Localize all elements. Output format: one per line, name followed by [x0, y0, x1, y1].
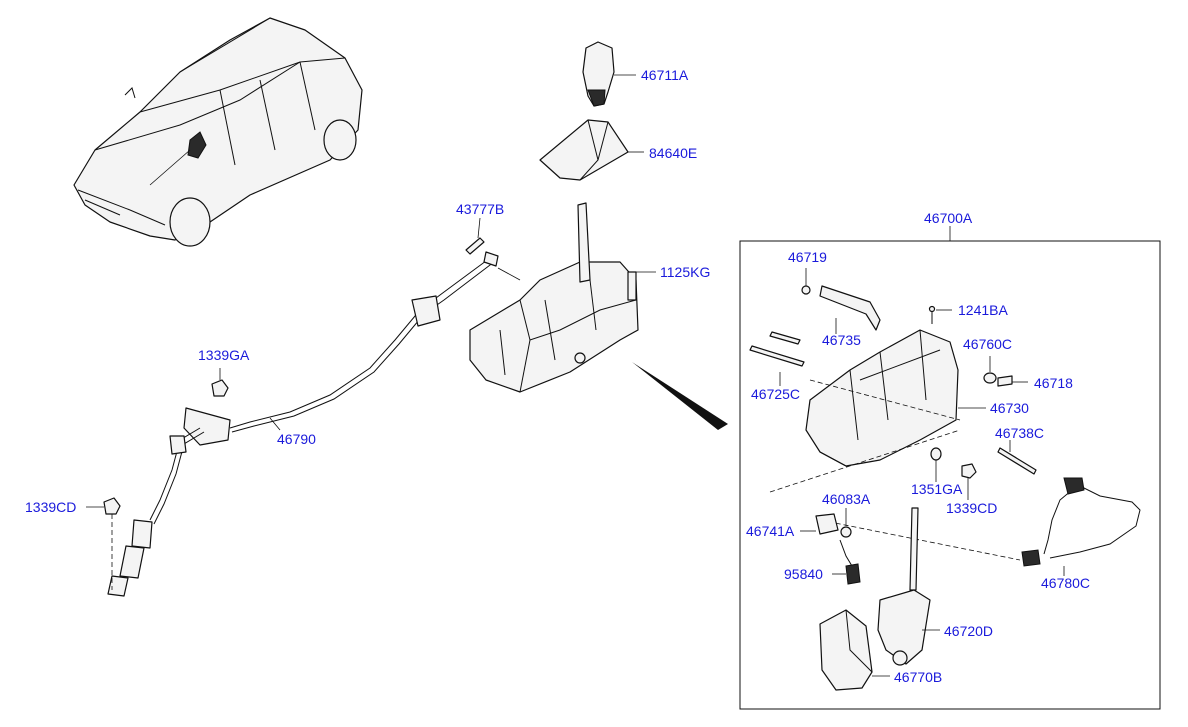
label-1125kg[interactable]: 1125KG: [660, 264, 710, 280]
shift-cable[interactable]: [107, 251, 499, 597]
label-1351ga[interactable]: 1351GA: [911, 481, 963, 497]
clip-43777b[interactable]: [465, 217, 485, 255]
label-46741a[interactable]: 46741A: [746, 523, 795, 539]
label-46738c[interactable]: 46738C: [995, 425, 1044, 441]
label-46760c[interactable]: 46760C: [963, 336, 1012, 352]
part-95840[interactable]: [832, 539, 861, 585]
part-46718[interactable]: [997, 375, 1028, 387]
part-46730-housing[interactable]: [805, 329, 986, 467]
part-46780c[interactable]: [1021, 477, 1141, 576]
label-46725c[interactable]: 46725C: [751, 386, 800, 402]
part-46741a[interactable]: [800, 513, 839, 535]
detail-pointer: [632, 362, 728, 430]
label-1339cd-right[interactable]: 1339CD: [946, 500, 997, 516]
label-46719[interactable]: 46719: [788, 249, 827, 265]
label-1241ba[interactable]: 1241BA: [958, 302, 1008, 318]
label-1339cd-left[interactable]: 1339CD: [25, 499, 76, 515]
part-46738c[interactable]: [997, 440, 1037, 475]
nut-1339cd-left[interactable]: [86, 497, 121, 590]
label-46790[interactable]: 46790: [277, 431, 316, 447]
part-46720d[interactable]: [877, 507, 940, 666]
part-1339cd-right[interactable]: [961, 463, 977, 500]
part-1241ba[interactable]: [928, 305, 953, 325]
label-46718[interactable]: 46718: [1034, 375, 1073, 391]
label-46735[interactable]: 46735: [822, 332, 861, 348]
part-1351ga[interactable]: [930, 447, 942, 482]
label-46770b[interactable]: 46770B: [894, 669, 942, 685]
label-1339ga[interactable]: 1339GA: [198, 347, 250, 363]
label-46711a[interactable]: 46711A: [641, 67, 689, 83]
label-46083a[interactable]: 46083A: [822, 491, 871, 507]
label-46780c[interactable]: 46780C: [1041, 575, 1090, 591]
part-46719[interactable]: [801, 268, 811, 295]
shift-knob[interactable]: [582, 41, 636, 107]
shift-boot[interactable]: [539, 119, 644, 181]
assembly-dashed-lines: [769, 379, 1021, 561]
part-46760c[interactable]: [983, 356, 997, 384]
part-46725c[interactable]: [749, 331, 805, 386]
nut-1339ga[interactable]: [211, 368, 229, 397]
label-95840[interactable]: 95840: [784, 566, 823, 582]
label-46720d[interactable]: 46720D: [944, 623, 993, 639]
part-46083a[interactable]: [840, 508, 852, 538]
shifter-assembly-center[interactable]: [469, 202, 656, 393]
part-46770b[interactable]: [819, 609, 890, 691]
label-43777b[interactable]: 43777B: [456, 201, 504, 217]
part-46735[interactable]: [819, 285, 881, 334]
label-84640e[interactable]: 84640E: [649, 145, 697, 161]
car-illustration: [73, 17, 363, 247]
label-46730[interactable]: 46730: [990, 400, 1029, 416]
label-46700a[interactable]: 46700A: [924, 210, 973, 226]
